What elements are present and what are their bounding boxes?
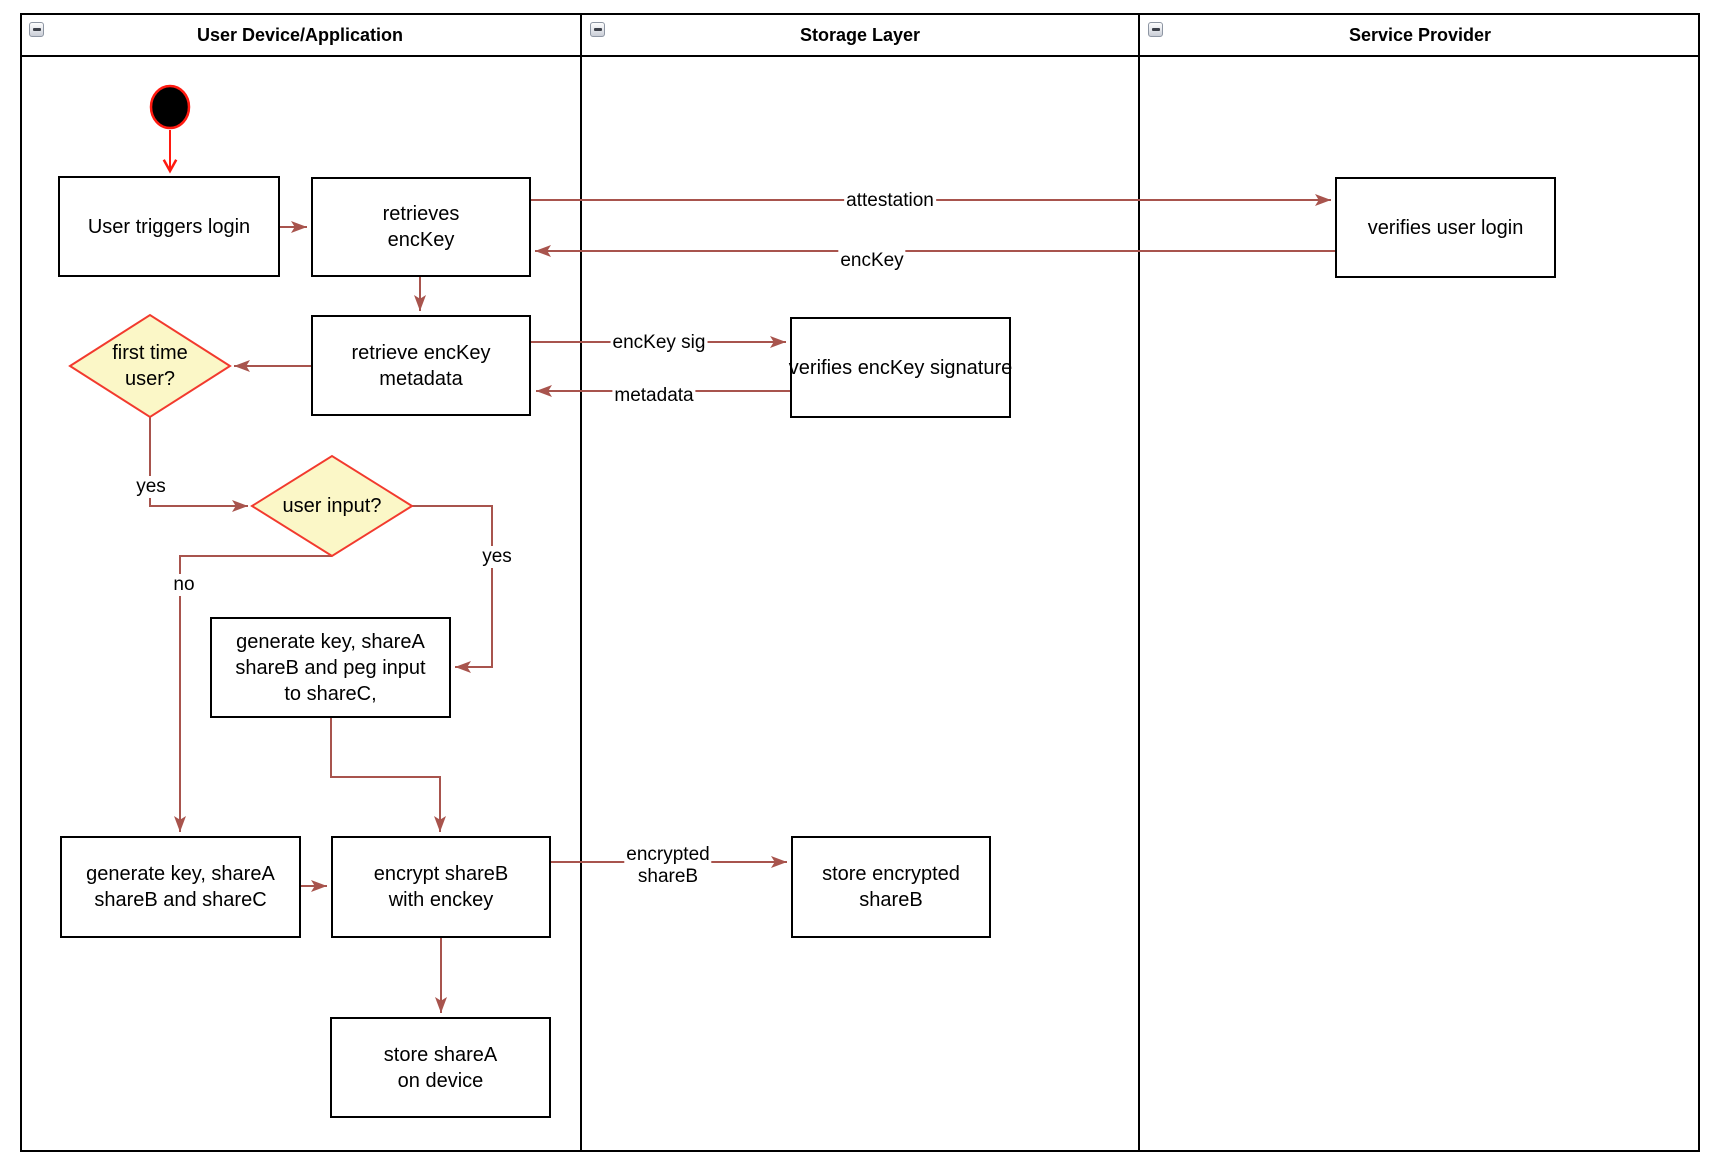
lane-divider-2: [1138, 13, 1140, 1152]
edge-label-user-input-yes: yes: [480, 546, 514, 568]
node-verifies-user-login[interactable]: verifies user login: [1335, 177, 1556, 278]
edge-label-metadata: metadata: [612, 385, 696, 407]
collapse-minus-icon[interactable]: [1148, 22, 1163, 37]
node-retrieves-enckey[interactable]: retrieves encKey: [311, 177, 531, 277]
lane-title-user-device: User Device/Application: [196, 24, 404, 45]
minus-glyph: [32, 28, 41, 31]
lane-divider-1: [580, 13, 582, 1152]
node-store-sharea[interactable]: store shareA on device: [330, 1017, 551, 1118]
node-store-encrypted-shareb[interactable]: store encrypted shareB: [791, 836, 991, 938]
collapse-minus-icon[interactable]: [590, 22, 605, 37]
lane-title-storage-layer: Storage Layer: [799, 24, 921, 45]
minus-glyph: [593, 28, 602, 31]
node-generate-key-sharec[interactable]: generate key, shareA shareB and shareC: [60, 836, 301, 938]
edge-label-first-time-yes: yes: [134, 476, 168, 498]
node-user-triggers-login[interactable]: User triggers login: [58, 176, 280, 277]
minus-glyph: [1151, 28, 1160, 31]
node-verifies-enckey-signature[interactable]: verifies encKey signature: [789, 317, 1012, 418]
edge-label-enckey-sig: encKey sig: [610, 332, 708, 354]
lane-header-separator: [20, 55, 1700, 57]
edge-label-encrypted-shareb: encrypted shareB: [624, 844, 712, 888]
collapse-minus-icon[interactable]: [29, 22, 44, 37]
node-retrieve-enckey-metadata[interactable]: retrieve encKey metadata: [311, 315, 531, 416]
edge-label-attestation: attestation: [844, 190, 936, 212]
lane-title-service-provider: Service Provider: [1348, 24, 1492, 45]
edge-label-enckey: encKey: [838, 250, 906, 272]
node-generate-key-peg-input[interactable]: generate key, shareA shareB and peg inpu…: [210, 617, 451, 718]
edge-label-user-input-no: no: [171, 574, 197, 596]
node-encrypt-shareb[interactable]: encrypt shareB with enckey: [331, 836, 551, 938]
